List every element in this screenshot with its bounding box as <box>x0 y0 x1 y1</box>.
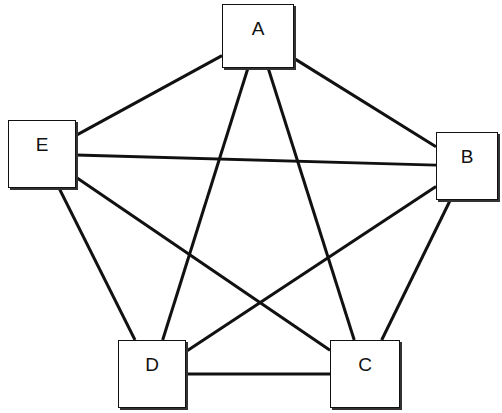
node-label: A <box>252 19 265 40</box>
connector-line <box>76 155 436 165</box>
connector-line <box>76 56 222 136</box>
connector-line <box>59 188 135 340</box>
process-box: B <box>436 132 498 200</box>
connector-line <box>294 58 436 146</box>
node-label: B <box>461 147 474 168</box>
node-label: D <box>145 355 159 376</box>
node-label: C <box>358 355 372 376</box>
process-box: E <box>8 120 76 188</box>
connector-line <box>268 68 354 340</box>
connector-line <box>382 200 451 340</box>
connector-line <box>76 177 330 350</box>
process-box: C <box>330 340 400 408</box>
node-label: E <box>36 135 49 156</box>
connector-line <box>186 186 436 351</box>
connector-line <box>186 373 330 376</box>
process-box: D <box>118 340 186 408</box>
connector-line <box>163 68 248 340</box>
process-box: A <box>222 4 294 68</box>
